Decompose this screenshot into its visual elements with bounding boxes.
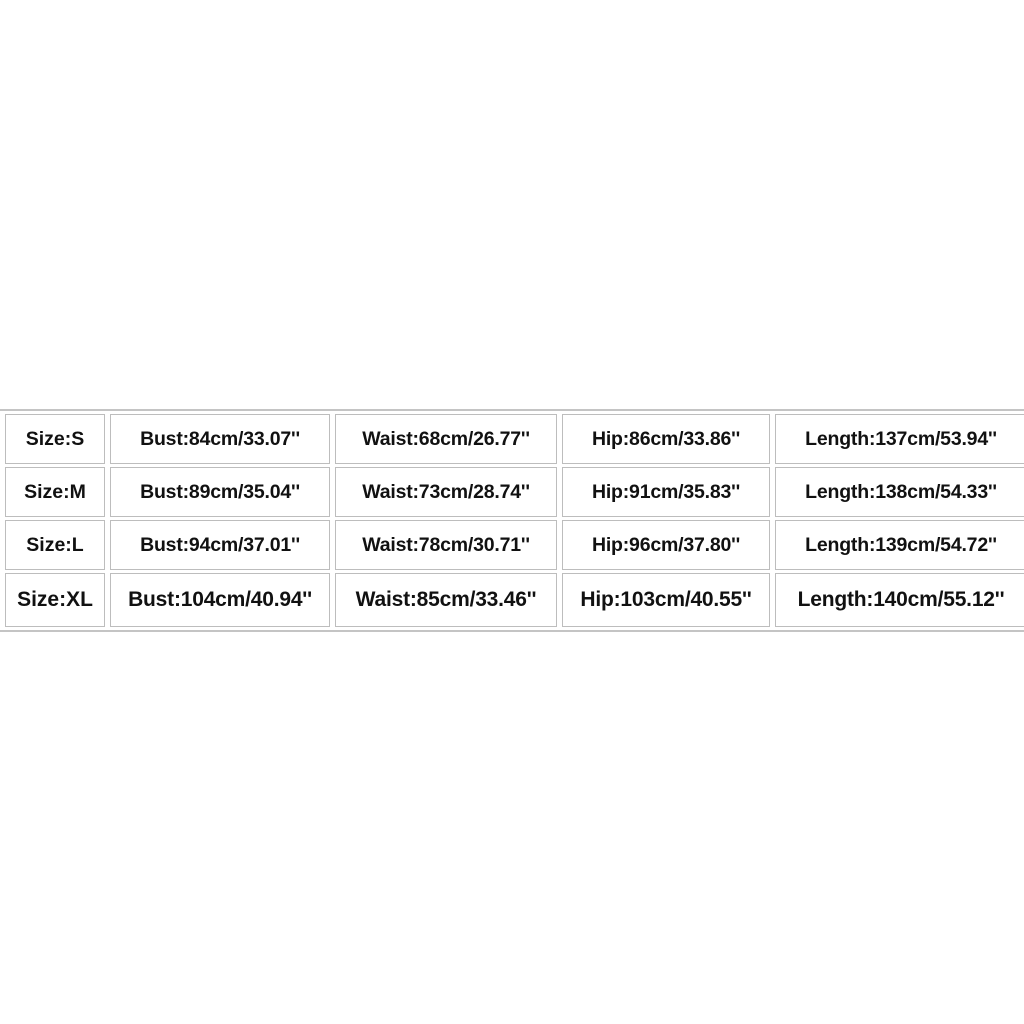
cell-waist-l: Waist:78cm/30.71'' (335, 520, 557, 570)
cell-size-m: Size:M (5, 467, 105, 517)
cell-hip-m: Hip:91cm/35.83'' (562, 467, 770, 517)
cell-length-s: Length:137cm/53.94'' (775, 414, 1024, 464)
cell-size-l: Size:L (5, 520, 105, 570)
cell-length-l: Length:139cm/54.72'' (775, 520, 1024, 570)
table-row: Size:L Bust:94cm/37.01'' Waist:78cm/30.7… (5, 520, 1024, 570)
cell-bust-s: Bust:84cm/33.07'' (110, 414, 330, 464)
table-row: Size:XL Bust:104cm/40.94'' Waist:85cm/33… (5, 573, 1024, 627)
cell-hip-s: Hip:86cm/33.86'' (562, 414, 770, 464)
cell-bust-l: Bust:94cm/37.01'' (110, 520, 330, 570)
cell-bust-xl: Bust:104cm/40.94'' (110, 573, 330, 627)
cell-waist-m: Waist:73cm/28.74'' (335, 467, 557, 517)
cell-waist-xl: Waist:85cm/33.46'' (335, 573, 557, 627)
cell-length-xl: Length:140cm/55.12'' (775, 573, 1024, 627)
cell-hip-l: Hip:96cm/37.80'' (562, 520, 770, 570)
cell-size-s: Size:S (5, 414, 105, 464)
table-row: Size:M Bust:89cm/35.04'' Waist:73cm/28.7… (5, 467, 1024, 517)
cell-hip-xl: Hip:103cm/40.55'' (562, 573, 770, 627)
cell-length-m: Length:138cm/54.33'' (775, 467, 1024, 517)
size-chart-table-wrapper: Size:S Bust:84cm/33.07'' Waist:68cm/26.7… (0, 409, 1024, 632)
cell-bust-m: Bust:89cm/35.04'' (110, 467, 330, 517)
size-chart-table: Size:S Bust:84cm/33.07'' Waist:68cm/26.7… (0, 411, 1024, 630)
table-row: Size:S Bust:84cm/33.07'' Waist:68cm/26.7… (5, 414, 1024, 464)
cell-waist-s: Waist:68cm/26.77'' (335, 414, 557, 464)
cell-size-xl: Size:XL (5, 573, 105, 627)
